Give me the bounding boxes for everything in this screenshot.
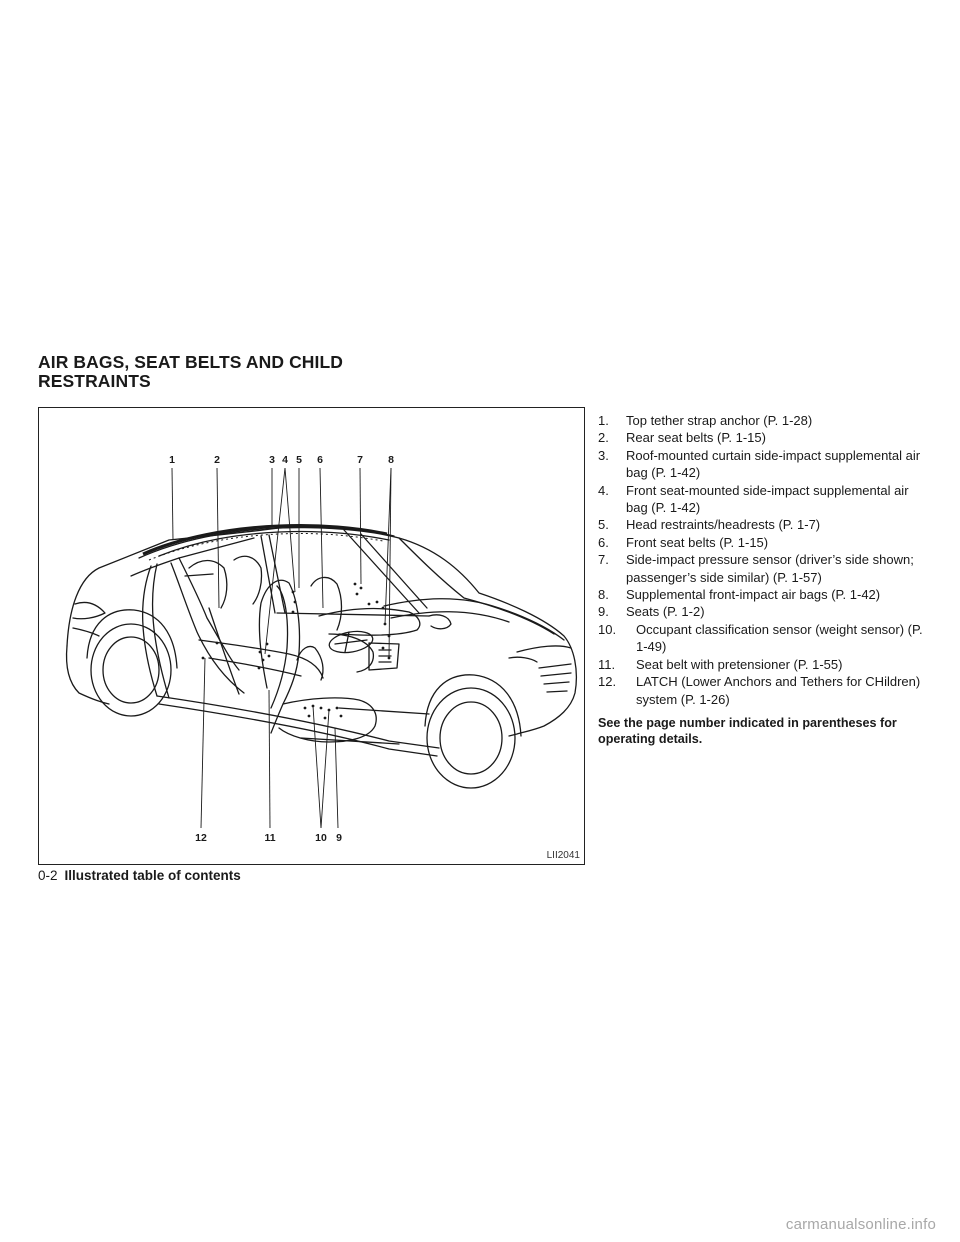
callout-10: 10 [315, 832, 327, 844]
legend-item: 12.LATCH (Lower Anchors and Tethers for … [598, 674, 921, 707]
callout-8: 8 [388, 454, 394, 466]
page-number: 0-2 [38, 868, 58, 883]
vehicle-illustration: 1 2 3 4 5 6 7 8 12 11 10 9 LII2041 [38, 407, 585, 865]
legend-item: 4.Front seat-mounted side-impact supplem… [598, 482, 909, 516]
section-heading: AIR BAGS, SEAT BELTS AND CHILD RESTRAINT… [38, 353, 343, 391]
legend-item: 10.Occupant classification sensor (weigh… [598, 621, 923, 655]
figure-id: LII2041 [546, 850, 580, 861]
callout-9: 9 [336, 832, 342, 844]
car-line-drawing [65, 467, 578, 829]
legend-item: 7.Side-impact pressure sensor (driver’s … [598, 552, 914, 585]
watermark: carmanualsonline.info [785, 1216, 936, 1233]
legend-item: 5.Head restraints/headrests (P. 1-7) [598, 517, 821, 533]
callout-6: 6 [317, 454, 323, 466]
legend-item: 9.Seats (P. 1-2) [598, 604, 705, 620]
callout-11: 11 [264, 832, 276, 844]
section-heading-line-1: AIR BAGS, SEAT BELTS AND CHILD [38, 352, 344, 372]
section-heading-line-2: RESTRAINTS [38, 371, 151, 391]
callout-7: 7 [357, 454, 363, 466]
callout-4: 4 [282, 454, 288, 466]
callout-3: 3 [269, 454, 275, 466]
legend-item: 8.Supplemental front-impact air bags (P.… [598, 587, 881, 603]
legend-item: 6.Front seat belts (P. 1-15) [598, 534, 769, 550]
legend-item: 3.Roof-mounted curtain side-impact suppl… [598, 447, 921, 481]
legend-item: 2.Rear seat belts (P. 1-15) [598, 430, 766, 446]
callout-1: 1 [169, 454, 175, 466]
callout-5: 5 [296, 454, 302, 466]
callout-2: 2 [214, 454, 220, 466]
page-footer: 0-2 Illustrated table of contents [38, 868, 241, 883]
legend-item: 11.Seat belt with pretensioner (P. 1-55) [598, 656, 843, 672]
page-reference-note: See the page number indicated in parenth… [598, 716, 897, 746]
legend-list: 1.Top tether strap anchor (P. 1-28) 2.Re… [598, 412, 928, 708]
legend-item: 1.Top tether strap anchor (P. 1-28) [598, 413, 813, 428]
footer-title: Illustrated table of contents [64, 868, 241, 883]
callout-12: 12 [195, 832, 207, 844]
